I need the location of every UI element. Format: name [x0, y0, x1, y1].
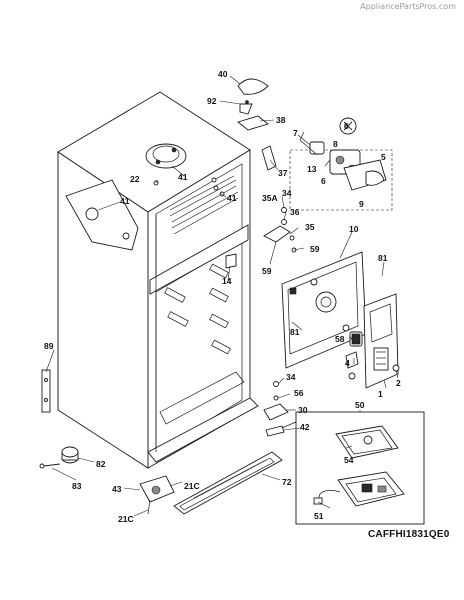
callout-59-right: 59 [310, 244, 320, 254]
leveling-leg-bracket [139, 475, 175, 515]
left-side-parts [39, 369, 79, 469]
callout-56: 56 [294, 388, 304, 398]
base-grille [173, 451, 283, 515]
callout-21c-right: 21C [184, 481, 200, 491]
ice-maker-kit-box [295, 411, 425, 525]
top-hinge-cover [237, 78, 269, 131]
callout-50: 50 [355, 400, 365, 410]
callout-4: 4 [345, 358, 350, 368]
callout-36: 36 [290, 207, 300, 217]
callout-5: 5 [381, 152, 386, 162]
callout-92: 92 [207, 96, 217, 106]
callout-labels: 40 92 38 7 6 8 5 13 6 9 37 41 22 41 41 3… [44, 69, 401, 524]
callout-82: 82 [96, 459, 106, 469]
callout-38: 38 [276, 115, 286, 125]
callout-7: 7 [293, 128, 298, 138]
lower-small-parts [263, 381, 297, 437]
callout-30: 30 [298, 405, 308, 415]
control-assembly [289, 117, 393, 211]
callout-22: 22 [130, 174, 140, 184]
callout-40: 40 [218, 69, 228, 79]
callout-41-hinge: 41 [178, 172, 188, 182]
cabinet-shell [57, 91, 277, 469]
callout-41-top: 41 [227, 193, 237, 203]
callout-34-bottom: 34 [286, 372, 296, 382]
callout-10: 10 [349, 224, 359, 234]
callout-14: 14 [222, 276, 232, 286]
callout-34-top: 34 [282, 188, 292, 198]
callout-1: 1 [378, 389, 383, 399]
callout-43: 43 [112, 484, 122, 494]
air-diffuser-grille [363, 293, 400, 389]
callout-83: 83 [72, 481, 82, 491]
leader-lines [45, 75, 399, 517]
evaporator-cover-panel [281, 251, 367, 380]
callout-35: 35 [305, 222, 315, 232]
callout-35a: 35A [262, 193, 278, 203]
center-hinge-parts [225, 207, 297, 269]
diagram-reference-code: CAFFHI1831QE0 [368, 529, 450, 540]
callout-37: 37 [278, 168, 288, 178]
callout-72: 72 [282, 477, 292, 487]
callout-13: 13 [307, 164, 317, 174]
callout-42: 42 [300, 422, 310, 432]
callout-81-right: 81 [378, 253, 388, 263]
callout-58: 58 [335, 334, 345, 344]
callout-59-left: 59 [262, 266, 272, 276]
callout-54: 54 [344, 455, 354, 465]
callout-41-side: 41 [120, 196, 130, 206]
callout-6-top: 6 [344, 121, 349, 131]
callout-9: 9 [359, 199, 364, 209]
callout-21c-left: 21C [118, 514, 134, 524]
callout-6: 6 [321, 176, 326, 186]
callout-2: 2 [396, 378, 401, 388]
watermark: AppliancePartsPros.com [360, 2, 456, 11]
callout-89: 89 [44, 341, 54, 351]
callout-51: 51 [314, 511, 324, 521]
callout-81-left: 81 [290, 327, 300, 337]
callout-8: 8 [333, 139, 338, 149]
